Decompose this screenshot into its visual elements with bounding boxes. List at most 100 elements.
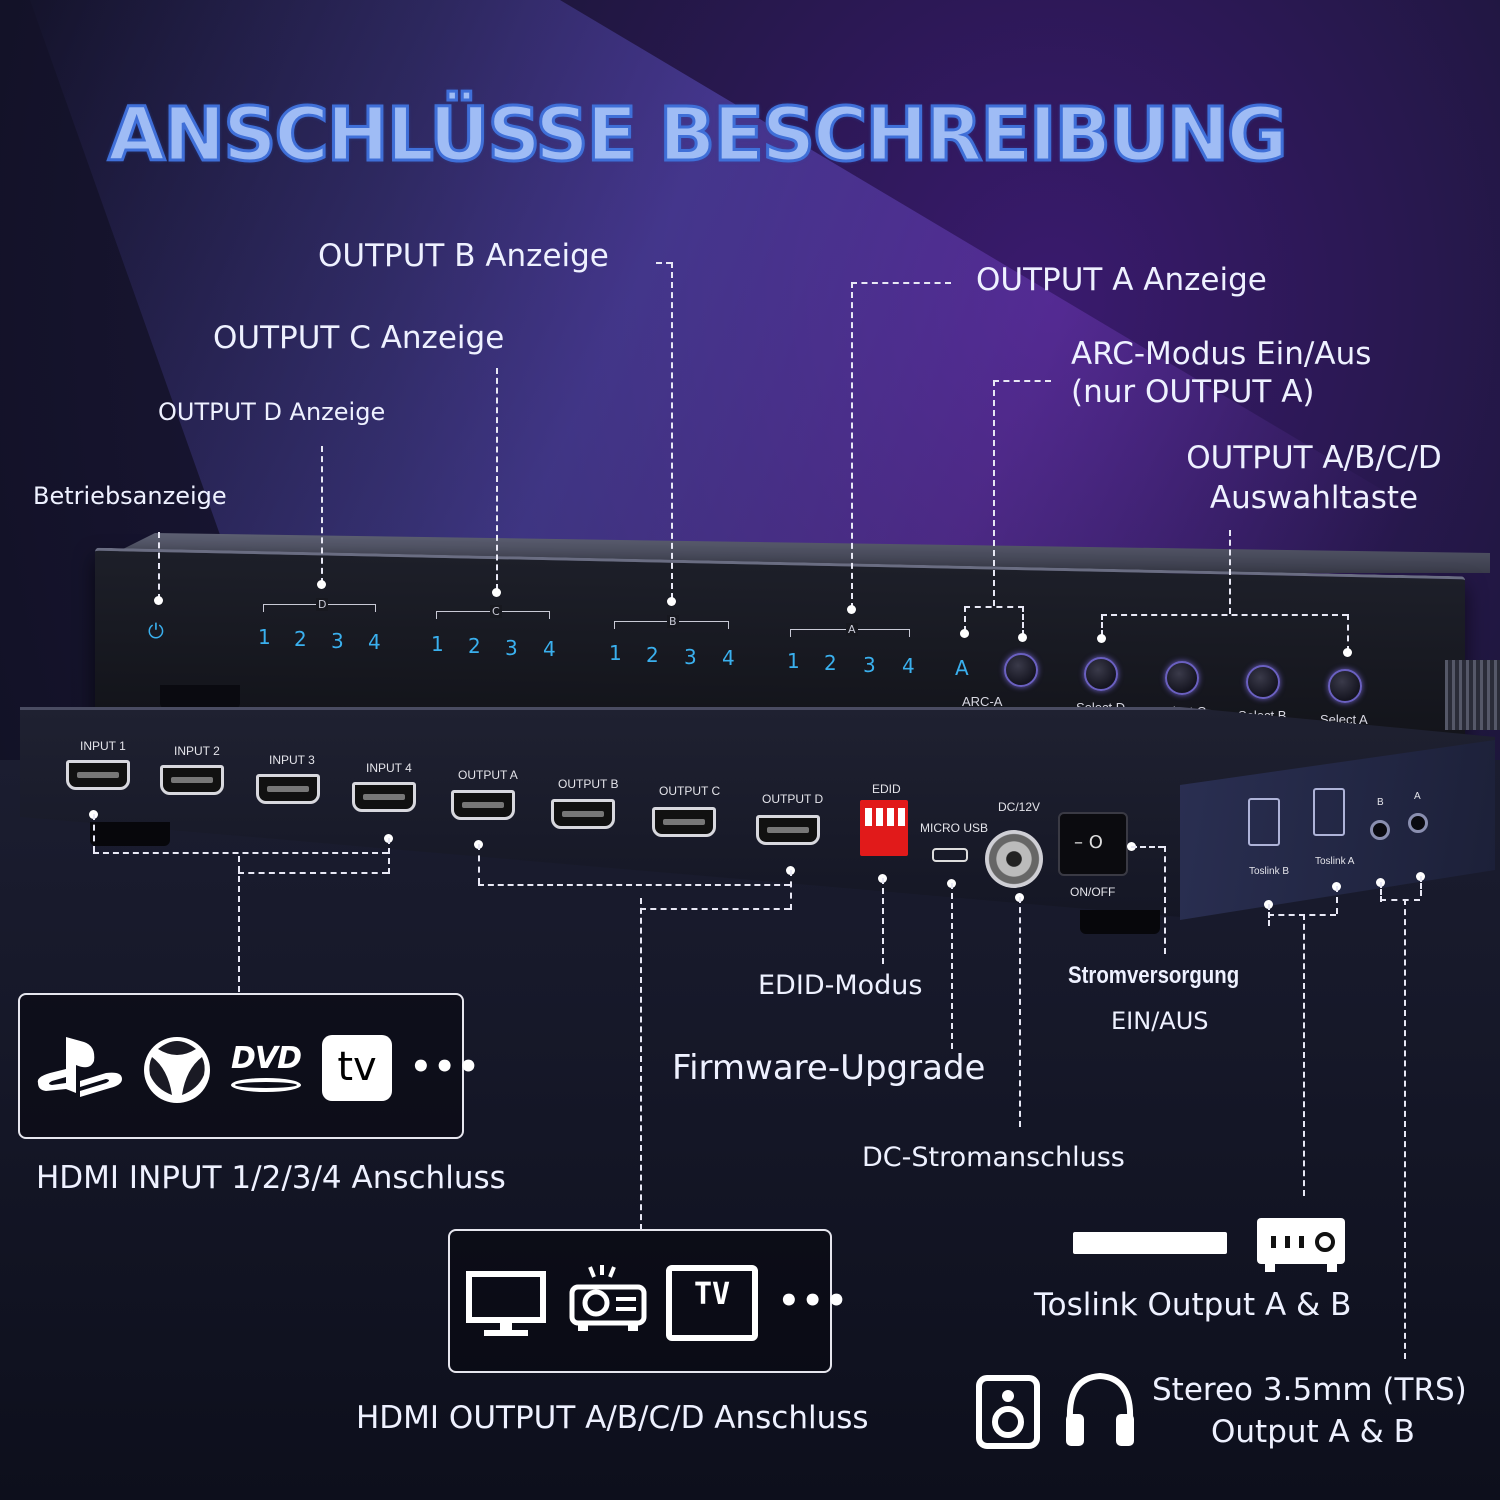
label-output-a: OUTPUT A Anzeige <box>976 262 1267 298</box>
select-b-button[interactable] <box>1246 665 1280 699</box>
sink-devices-box: TV ••• <box>448 1229 847 1373</box>
xbox-icon <box>144 1037 210 1103</box>
leader-dot <box>492 588 501 597</box>
tv-text: TV <box>693 1277 731 1312</box>
led-d-4: 4 <box>368 630 381 654</box>
toslink-a-port[interactable] <box>1313 788 1345 836</box>
group-label-d: D <box>316 598 329 611</box>
audio-jack-a[interactable] <box>1408 813 1428 833</box>
dvd-icon: DVD <box>226 1041 306 1097</box>
hdmi-port-output-b[interactable] <box>551 799 615 829</box>
leader-power <box>158 532 160 600</box>
led-d-3: 3 <box>331 629 344 653</box>
led-d-1: 1 <box>258 625 271 649</box>
leader-output-h <box>478 884 790 886</box>
leader-dc <box>1019 897 1021 1127</box>
select-d-button[interactable] <box>1084 657 1118 691</box>
label-output-c: OUTPUT C Anzeige <box>213 320 505 356</box>
leader-switch <box>1164 846 1166 954</box>
hdmi-port-output-c[interactable] <box>652 807 716 837</box>
onoff-label: ON/OFF <box>1070 885 1116 899</box>
hdmi-port-input-2[interactable] <box>160 765 224 795</box>
label-select-line1: OUTPUT A/B/C/D <box>1186 440 1442 476</box>
leader-select <box>1229 530 1231 614</box>
port-label-input-2: INPUT 2 <box>174 744 220 758</box>
speaker-icon <box>976 1375 1040 1449</box>
leader-toslink-down <box>1303 914 1305 1196</box>
leader-select-d <box>1101 614 1103 636</box>
edid-dip-switch[interactable] <box>860 800 908 856</box>
leader-dot <box>667 597 676 606</box>
leader-arc-split <box>964 606 1024 608</box>
hdmi-port-output-a[interactable] <box>451 790 515 820</box>
leader-dot <box>1097 634 1106 643</box>
source-devices-box: DVD tv ••• <box>18 993 479 1139</box>
port-label-output-c: OUTPUT C <box>659 784 721 798</box>
power-led-icon: ⏻ <box>148 619 164 643</box>
led-c-1: 1 <box>431 632 444 656</box>
leader-toslink-a <box>1336 886 1338 914</box>
device-foot <box>160 685 240 709</box>
group-label-c: C <box>490 605 502 618</box>
leader-dot <box>317 580 326 589</box>
dc12v-label: DC/12V <box>998 800 1041 814</box>
leader-arc-btn <box>1022 606 1024 636</box>
tv-icon: TV <box>666 1265 758 1341</box>
leader-input-h <box>93 852 388 854</box>
playstation-icon <box>37 1037 122 1097</box>
leader-firmware <box>951 883 953 1049</box>
monitor-icon <box>466 1271 546 1336</box>
leader-output-d <box>321 446 323 584</box>
leader-dot <box>960 629 969 638</box>
device-foot <box>1080 910 1160 934</box>
led-d-2: 2 <box>294 627 307 651</box>
led-c-3: 3 <box>505 636 518 660</box>
jack-a-label: A <box>1414 791 1421 802</box>
leader-output-4 <box>790 870 792 910</box>
leader-input-4 <box>388 838 390 874</box>
toslink-b-port[interactable] <box>1248 798 1280 846</box>
dvd-text: DVD <box>230 1041 302 1076</box>
label-output-d: OUTPUT D Anzeige <box>158 398 386 426</box>
headphones-icon <box>1066 1372 1134 1446</box>
arc-button[interactable] <box>1004 653 1038 687</box>
leader-output-a-h <box>851 282 951 284</box>
audio-jack-b[interactable] <box>1370 820 1390 840</box>
label-power-led: Betriebsanzeige <box>33 482 227 510</box>
group-label-a: A <box>846 623 858 636</box>
label-stereo-line2: Output A & B <box>1211 1414 1415 1450</box>
leader-jack-down <box>1404 899 1406 1359</box>
arc-a-label: ARC-A <box>962 694 1003 709</box>
label-select-line2: Auswahltaste <box>1209 480 1419 516</box>
led-a-3: 3 <box>863 653 876 677</box>
leader-output-down <box>640 898 642 1230</box>
label-arc-line2: (nur OUTPUT A) <box>1071 374 1315 410</box>
port-label-output-b: OUTPUT B <box>558 777 619 791</box>
device-foot <box>90 822 170 846</box>
power-rocker-switch[interactable] <box>1058 812 1128 876</box>
leader-input-h2 <box>238 872 388 874</box>
soundbar-icon <box>1073 1232 1227 1254</box>
led-arc-a: A <box>955 656 969 680</box>
vent-grille <box>1445 660 1500 730</box>
hdmi-port-input-4[interactable] <box>352 782 416 812</box>
leader-arc-h <box>993 380 1051 382</box>
leader-output-h2 <box>640 908 790 910</box>
leader-output-a <box>851 282 853 609</box>
leader-dot <box>1343 648 1352 657</box>
leader-dot <box>1018 633 1027 642</box>
leader-toslink-h <box>1268 914 1336 916</box>
select-c-button[interactable] <box>1165 661 1199 695</box>
leader-output-b <box>671 262 673 599</box>
label-hdmi-output: HDMI OUTPUT A/B/C/D Anschluss <box>356 1400 869 1436</box>
dc-power-jack[interactable] <box>985 830 1043 888</box>
hdmi-port-output-d[interactable] <box>756 815 820 845</box>
more-sources-icon: ••• <box>410 1047 482 1087</box>
micro-usb-label: MICRO USB <box>920 821 989 835</box>
leader-edid <box>882 878 884 964</box>
hdmi-port-input-1[interactable] <box>66 760 130 790</box>
select-a-button[interactable] <box>1328 669 1362 703</box>
micro-usb-port[interactable] <box>932 848 968 862</box>
hdmi-port-input-3[interactable] <box>256 774 320 804</box>
port-label-output-d: OUTPUT D <box>762 792 824 806</box>
